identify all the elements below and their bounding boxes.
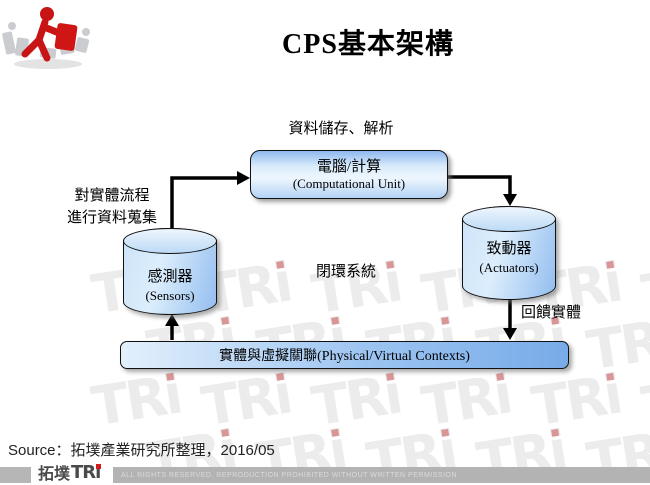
data-collection-label-line2: 進行資料蒐集 xyxy=(66,210,157,226)
footer-left-block xyxy=(0,467,31,483)
actuators-cylinder-lid xyxy=(462,206,556,232)
topology-footer-logo: 拓墣 TR i xyxy=(38,461,101,484)
footer-rights-bar: ALL RIGHTS RESERVED. REPRODUCTION PROHIB… xyxy=(113,467,650,483)
footer-logo-i: i xyxy=(95,462,101,483)
source-note: Source：拓墣產業研究所整理，2016/05 xyxy=(8,442,275,459)
topology-figures-logo xyxy=(2,7,90,69)
rights-text: ALL RIGHTS RESERVED. REPRODUCTION PROHIB… xyxy=(121,471,460,479)
actuators-text: 致動器 (Actuators) xyxy=(462,240,556,276)
footer-logo-i-letter: i xyxy=(95,461,102,483)
computational-unit-name: 電腦/計算 xyxy=(316,158,382,175)
contexts-bar-label: 實體與虛擬關聯(Physical/Virtual Contexts) xyxy=(219,349,470,364)
footer-logo-tr: TR xyxy=(71,461,96,483)
storage-analysis-label: 資料儲存、解析 xyxy=(288,121,394,137)
sensors-name: 感測器 xyxy=(147,269,193,285)
actuators-node: 致動器 (Actuators) xyxy=(462,206,556,300)
closed-loop-label: 閉環系統 xyxy=(315,264,376,280)
footer-logo-cjk: 拓墣 xyxy=(38,464,71,483)
actuators-subtitle: (Actuators) xyxy=(479,260,539,275)
data-collection-label: 對實體流程 進行資料蒐集 xyxy=(48,185,176,229)
actuators-name: 致動器 xyxy=(486,241,532,257)
feedback-label: 回饋實體 xyxy=(520,305,581,321)
computational-unit-subtitle: (Computational Unit) xyxy=(292,175,406,191)
page-title: CPS基本架構 xyxy=(282,29,454,60)
sensors-subtitle: (Sensors) xyxy=(145,288,195,303)
sensors-cylinder-lid xyxy=(123,228,217,254)
sensors-node: 感測器 (Sensors) xyxy=(123,228,217,315)
contexts-bar-node: 實體與虛擬關聯(Physical/Virtual Contexts) xyxy=(120,341,569,369)
data-collection-label-line1: 對實體流程 xyxy=(74,188,150,204)
footer-logo-red-dot xyxy=(96,463,102,469)
computational-unit-node: 電腦/計算 (Computational Unit) xyxy=(250,150,448,199)
sensors-text: 感測器 (Sensors) xyxy=(123,268,217,304)
